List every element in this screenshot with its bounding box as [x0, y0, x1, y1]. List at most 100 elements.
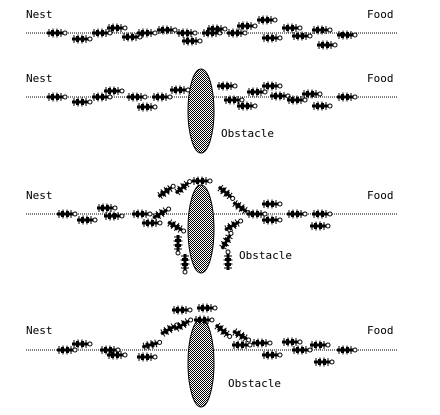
ant-icon [194, 315, 215, 325]
ant-icon [219, 230, 234, 250]
ant-icon [97, 203, 118, 213]
ant-icon [167, 219, 187, 234]
ant-icon [47, 28, 68, 38]
ant-icon [237, 101, 258, 111]
panel-3: Nest Food Obstacle [26, 176, 398, 275]
ant-icon [180, 254, 190, 275]
ant-icon [224, 218, 244, 233]
ant-icon [57, 209, 78, 219]
ant-icon [247, 87, 268, 97]
ant-icon [157, 25, 178, 35]
ant-group [47, 81, 358, 112]
ant-icon [224, 95, 245, 105]
ant-icon [157, 183, 176, 200]
ant-icon [337, 345, 358, 355]
nest-label: Nest [26, 189, 53, 202]
ant-icon [287, 209, 308, 219]
ant-icon [247, 209, 268, 219]
ant-icon [287, 95, 308, 105]
ant-icon [137, 352, 158, 362]
food-label: Food [367, 8, 394, 21]
ant-icon [282, 23, 303, 33]
ant-icon [172, 305, 193, 315]
ant-icon [227, 28, 248, 38]
ant-icon [104, 86, 125, 96]
ant-icon [312, 25, 333, 35]
ant-icon [177, 28, 198, 38]
panel-4: Nest Food Obstacle [26, 303, 398, 408]
nest-label: Nest [26, 324, 53, 337]
ant-icon [170, 85, 191, 95]
ant-icon [92, 92, 113, 102]
ant-icon [127, 92, 148, 102]
ant-icon [173, 235, 183, 256]
ant-icon [57, 345, 78, 355]
ant-icon [137, 102, 158, 112]
ant-icon [174, 317, 194, 332]
ant-icon [72, 34, 93, 44]
ant-icon [107, 350, 128, 360]
ant-icon [214, 322, 233, 339]
ant-icon [104, 211, 125, 221]
ant-icon [314, 357, 335, 367]
ant-icon [174, 179, 193, 196]
ant-icon [292, 345, 313, 355]
ant-icon [337, 92, 358, 102]
food-label: Food [367, 72, 394, 85]
ant-icon [232, 340, 253, 350]
obstacle [187, 318, 215, 408]
ant-icon [132, 209, 153, 219]
ant-icon [107, 23, 128, 33]
ant-icon [252, 338, 273, 348]
panel-1: Nest Food [26, 8, 398, 50]
food-label: Food [367, 324, 394, 337]
ant-icon [292, 31, 313, 41]
ant-icon [262, 350, 283, 360]
ant-icon [141, 339, 163, 351]
obstacle-label: Obstacle [221, 127, 274, 140]
food-label: Food [367, 189, 394, 202]
ant-icon [282, 337, 303, 347]
ant-icon [72, 97, 93, 107]
ant-group [57, 176, 333, 275]
ant-icon [192, 176, 213, 186]
nest-label: Nest [26, 8, 53, 21]
ant-icon [217, 81, 238, 91]
obstacle [187, 68, 215, 154]
ant-icon [207, 24, 228, 34]
ant-icon [310, 221, 331, 231]
ant-icon [302, 89, 323, 99]
ant-icon [312, 101, 333, 111]
ant-icon [152, 92, 173, 102]
obstacle [187, 184, 215, 274]
ant-icon [237, 21, 258, 31]
ant-icon [202, 28, 223, 38]
ant-icon [77, 215, 98, 225]
ant-icon [262, 81, 283, 91]
obstacle-label: Obstacle [239, 249, 292, 262]
ant-icon [72, 339, 93, 349]
ant-icon [197, 303, 218, 313]
nest-label: Nest [26, 72, 53, 85]
ant-icon [337, 30, 358, 40]
ant-group [57, 303, 358, 367]
ant-icon [232, 328, 252, 343]
ant-icon [152, 206, 172, 221]
ant-icon [257, 15, 278, 25]
ant-icon [312, 209, 333, 219]
ant-icon [223, 249, 233, 270]
panel-2: Nest Food Obstacle [26, 68, 398, 154]
ant-icon [182, 36, 203, 46]
ant-group [47, 15, 358, 50]
ant-icon [217, 184, 236, 201]
ant-icon [137, 28, 158, 38]
ant-icon [142, 218, 163, 228]
ant-icon [47, 92, 68, 102]
ant-icon [262, 215, 283, 225]
ant-icon [317, 40, 338, 50]
obstacle-label: Obstacle [228, 377, 281, 390]
ant-icon [262, 199, 283, 209]
ant-icon [310, 340, 331, 350]
ant-icon [262, 33, 283, 43]
